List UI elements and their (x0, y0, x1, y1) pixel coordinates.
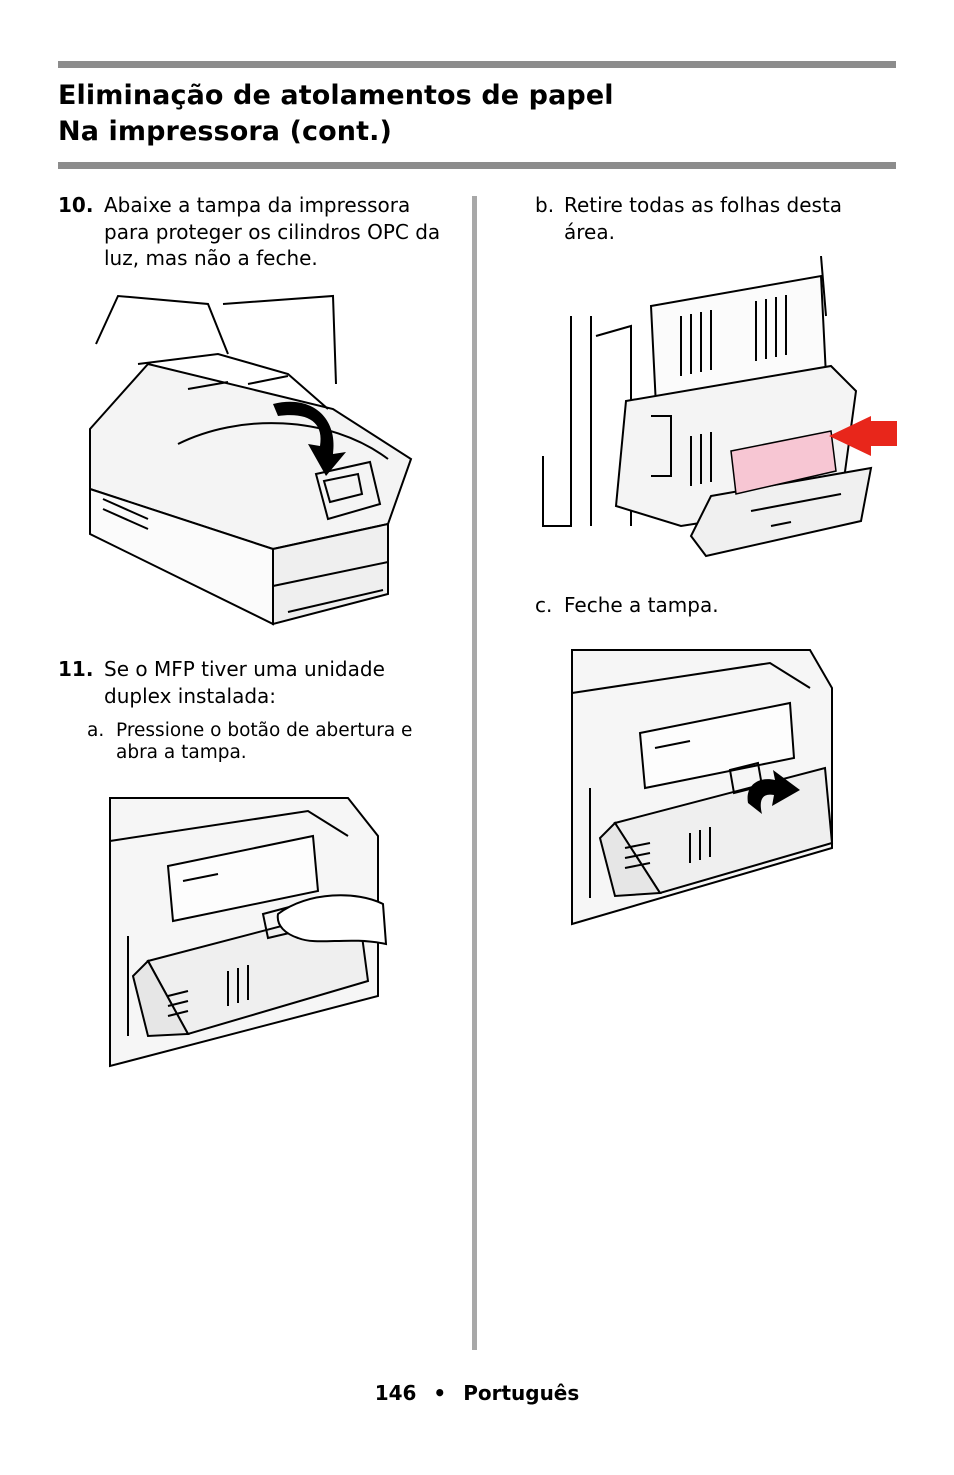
curved-arrow-icon (273, 401, 346, 476)
page-title: Eliminação de atolamentos de papel Na im… (58, 78, 614, 150)
title-line-1: Eliminação de atolamentos de papel (58, 80, 614, 111)
substep-label: c. (535, 593, 553, 617)
printer-cover-drawing (89, 294, 413, 626)
step-11: 11. Se o MFP tiver uma unidade duplex in… (58, 656, 458, 709)
curved-arrow-icon (747, 770, 800, 814)
duplex-release-drawing (109, 797, 388, 1068)
page-number: 146 (374, 1381, 417, 1405)
close-cover-illustration (570, 648, 834, 926)
substep-label: a. (87, 720, 105, 741)
remove-paper-drawing (542, 256, 897, 558)
substep-b: b. Retire todas as folhas desta área. (535, 192, 885, 245)
substep-text: Pressione o botão de abertura e abra a t… (116, 720, 413, 763)
column-divider (472, 196, 477, 1350)
page-footer: 146 • Português (0, 1381, 954, 1405)
remove-paper-illustration (541, 256, 897, 564)
step-text: Abaixe a tampa da impressora para proteg… (104, 193, 441, 270)
footer-separator: • (433, 1381, 447, 1405)
title-line-2: Na impressora (cont.) (58, 116, 392, 147)
footer-language: Português (463, 1381, 580, 1405)
jammed-paper-sheet (730, 430, 837, 495)
substep-label: b. (535, 193, 555, 217)
hand-icon (276, 894, 388, 946)
step-text: Se o MFP tiver uma unidade duplex instal… (104, 657, 385, 708)
substep-text: Retire todas as folhas desta área. (564, 193, 843, 244)
red-arrow-icon (829, 416, 897, 456)
close-cover-drawing (571, 649, 834, 926)
substep-a: a. Pressione o botão de abertura e abra … (87, 720, 457, 764)
step-number: 10. (58, 193, 94, 217)
substep-text: Feche a tampa. (564, 593, 719, 617)
top-rule (58, 61, 896, 68)
printer-cover-illustration (88, 294, 418, 632)
substep-c: c. Feche a tampa. (535, 592, 885, 619)
step-number: 11. (58, 657, 94, 681)
title-underline-rule (58, 162, 896, 169)
step-10: 10. Abaixe a tampa da impressora para pr… (58, 192, 458, 272)
duplex-release-illustration (108, 796, 388, 1070)
